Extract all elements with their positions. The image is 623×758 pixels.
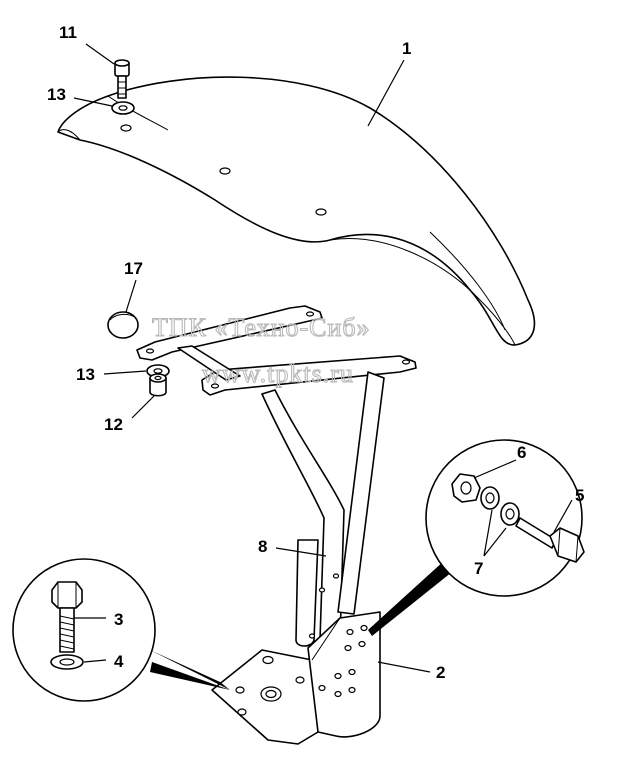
callout-5: 5: [575, 486, 584, 505]
watermark-line2: www.tpkts.ru: [202, 359, 354, 388]
leader-lines: [73, 43, 573, 673]
callout-4: 4: [114, 652, 124, 671]
callout-7: 7: [474, 559, 483, 578]
cap: [107, 311, 139, 339]
callout-1: 1: [402, 39, 411, 58]
detail-circle-left: [12, 558, 230, 702]
spacer-washer: [146, 364, 170, 378]
callout-3: 3: [114, 610, 123, 629]
callout-17: 17: [124, 259, 143, 278]
callout-8: 8: [258, 537, 267, 556]
callout-2: 2: [436, 663, 445, 682]
mounting-plate: [211, 611, 381, 745]
callout-6: 6: [517, 443, 526, 462]
detail-circle-right: [368, 439, 585, 636]
bolt-top: [114, 59, 130, 99]
bushing: [149, 373, 167, 397]
callout-13-top: 13: [47, 85, 66, 104]
watermark: ТПК «Техно-Сиб» www.tpkts.ru: [151, 312, 371, 388]
watermark-line1: ТПК «Техно-Сиб»: [152, 313, 371, 342]
fender: [57, 76, 536, 346]
callout-11: 11: [59, 23, 77, 42]
callout-12: 12: [104, 415, 123, 434]
washer-top: [111, 101, 135, 115]
callout-labels: 11 13 1 17 13 12 8 3 4 2 6 5 7: [47, 23, 584, 682]
bracket-frame: [136, 305, 417, 647]
callout-13-mid: 13: [76, 365, 95, 384]
